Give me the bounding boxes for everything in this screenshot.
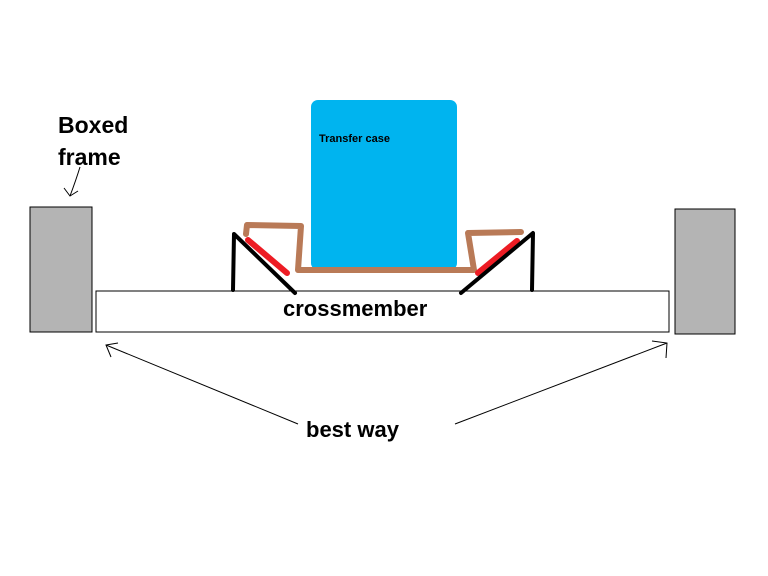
best-way-right-arrow <box>454 342 668 425</box>
left-rubber-pad <box>245 237 290 276</box>
best-way-left-arrowhead <box>105 342 119 358</box>
boxed-frame-arrow <box>69 166 81 197</box>
right-black-bracket <box>459 231 535 295</box>
best-way-left-arrow <box>105 344 299 425</box>
best-way-right-arrowhead <box>651 340 668 359</box>
crossmember-bar <box>95 290 670 333</box>
boxed-frame-label: Boxed frame <box>58 109 128 173</box>
boxed-frame-label-line2: frame <box>58 144 121 170</box>
right-rubber-pad <box>475 238 520 276</box>
boxed-frame-label-line1: Boxed <box>58 112 129 138</box>
transfer-case-label: Transfer case <box>319 133 390 145</box>
best-way-label: best way <box>306 417 399 442</box>
left-frame-rail <box>29 206 93 333</box>
right-frame-rail <box>674 208 736 335</box>
crossmember-label: crossmember <box>283 296 428 321</box>
transfer-case-box <box>311 100 457 270</box>
mount-bracket <box>243 222 524 273</box>
left-black-bracket <box>231 232 297 295</box>
boxed-frame-arrowhead <box>63 187 79 197</box>
